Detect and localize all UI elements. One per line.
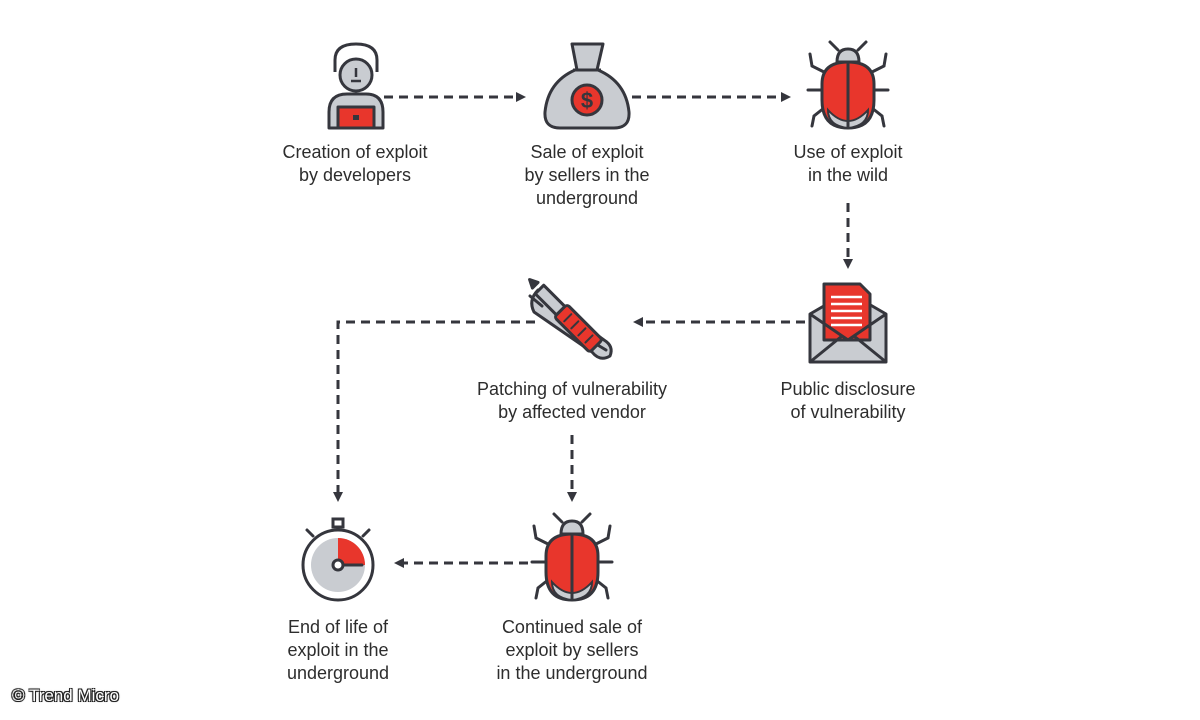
label-line: exploit in the bbox=[287, 640, 389, 660]
label-sale: Sale of exploit by sellers in the underg… bbox=[524, 141, 649, 210]
label-line: Public disclosure bbox=[780, 379, 916, 399]
label-line: underground bbox=[286, 663, 390, 683]
label-line: Creation of exploit bbox=[282, 142, 428, 162]
label-line: by developers bbox=[298, 165, 412, 185]
wrench-screwdriver-icon bbox=[528, 278, 613, 360]
label-patching: Patching of vulnerability by affected ve… bbox=[477, 378, 667, 424]
label-line: Sale of exploit bbox=[530, 142, 644, 162]
copyright-credit: © Trend Micro bbox=[12, 686, 119, 705]
label-disclosure: Public disclosure of vulnerability bbox=[780, 378, 915, 424]
envelope-document-icon bbox=[808, 282, 888, 364]
label-line: of vulnerability bbox=[790, 402, 906, 422]
label-use: Use of exploit in the wild bbox=[793, 141, 902, 187]
bug-icon bbox=[530, 512, 614, 602]
bug-icon bbox=[806, 40, 890, 130]
label-line: by affected vendor bbox=[498, 402, 646, 422]
stopwatch-icon bbox=[301, 517, 375, 602]
label-line: underground bbox=[535, 188, 639, 208]
dollar-glyph: $ bbox=[581, 88, 593, 113]
label-creation: Creation of exploit by developers bbox=[282, 141, 427, 187]
label-line: in the wild bbox=[807, 165, 889, 185]
label-line: End of life of bbox=[287, 617, 389, 637]
money-bag-icon: $ bbox=[543, 42, 631, 130]
label-endoflife: End of life of exploit in the undergroun… bbox=[287, 616, 389, 685]
label-line: Continued sale of bbox=[501, 617, 643, 637]
label-line: Use of exploit bbox=[793, 142, 903, 162]
label-line: in the underground bbox=[496, 663, 648, 683]
arrow-patching-to-endoflife bbox=[333, 320, 535, 502]
label-line: Patching of vulnerability bbox=[476, 379, 668, 399]
label-line: by sellers in the bbox=[524, 165, 650, 185]
label-line: exploit by sellers bbox=[505, 640, 639, 660]
label-continued: Continued sale of exploit by sellers in … bbox=[496, 616, 647, 685]
developer-laptop-icon bbox=[327, 42, 385, 130]
